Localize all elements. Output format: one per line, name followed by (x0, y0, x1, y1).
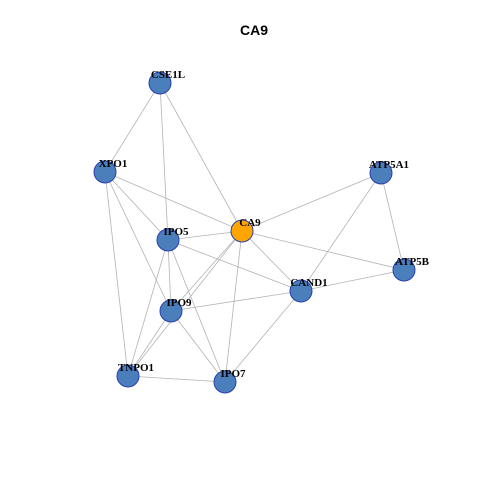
edge-atp5a1-atp5b (380, 172, 405, 271)
diagram-title: CA9 (240, 22, 268, 38)
edge-xpo1-ipo5 (104, 171, 169, 241)
node-label-cse1l: CSE1L (151, 69, 185, 81)
edge-ipo5-ipo7 (167, 239, 226, 383)
edge-ca9-tnpo1 (127, 230, 243, 377)
edge-ipo9-tnpo1 (127, 310, 172, 377)
node-layer (93, 71, 416, 394)
edge-atp5a1-cand1 (300, 172, 382, 292)
edge-ca9-ipo9 (170, 230, 243, 312)
node-cand1 (289, 279, 313, 303)
node-tnpo1 (116, 364, 140, 388)
edge-layer (104, 82, 405, 383)
edge-ca9-ipo5 (167, 230, 243, 241)
edge-cand1-ipo7 (224, 290, 302, 383)
edge-ipo5-ipo9 (167, 239, 172, 312)
node-ca9 (230, 219, 254, 243)
edge-xpo1-ipo9 (104, 171, 172, 312)
node-label-cand1: CAND1 (290, 277, 327, 289)
edge-ipo5-cand1 (167, 239, 302, 292)
node-xpo1 (93, 160, 117, 184)
node-label-tnpo1: TNPO1 (118, 362, 154, 374)
edge-ca9-cand1 (241, 230, 302, 292)
node-label-atp5a1: ATP5A1 (369, 159, 409, 171)
node-ipo7 (213, 370, 237, 394)
edge-tnpo1-ipo7 (127, 375, 226, 383)
edge-xpo1-ca9 (104, 171, 243, 232)
edge-ipo9-ipo7 (170, 310, 226, 383)
node-label-atp5b: ATP5B (395, 256, 430, 268)
node-label-ca9: CA9 (239, 217, 261, 229)
node-atp5b (392, 258, 416, 282)
edge-ca9-ipo7 (224, 230, 243, 383)
node-atp5a1 (369, 161, 393, 185)
node-cse1l (148, 71, 172, 95)
edge-ca9-atp5b (241, 230, 405, 271)
node-label-ipo5: IPO5 (163, 226, 189, 238)
node-ipo9 (159, 299, 183, 323)
node-label-ipo9: IPO9 (166, 297, 192, 309)
node-ipo5 (156, 228, 180, 252)
edge-cse1l-ipo5 (159, 82, 169, 241)
edge-cse1l-xpo1 (104, 82, 161, 173)
edge-ipo5-tnpo1 (127, 239, 169, 377)
edge-cse1l-ca9 (159, 82, 243, 232)
edge-atp5a1-ca9 (241, 172, 382, 232)
edge-cand1-ipo9 (170, 290, 302, 312)
node-label-ipo7: IPO7 (220, 368, 246, 380)
edge-xpo1-tnpo1 (104, 171, 129, 377)
node-label-xpo1: XPO1 (99, 158, 128, 170)
edge-cand1-atp5b (300, 269, 405, 292)
